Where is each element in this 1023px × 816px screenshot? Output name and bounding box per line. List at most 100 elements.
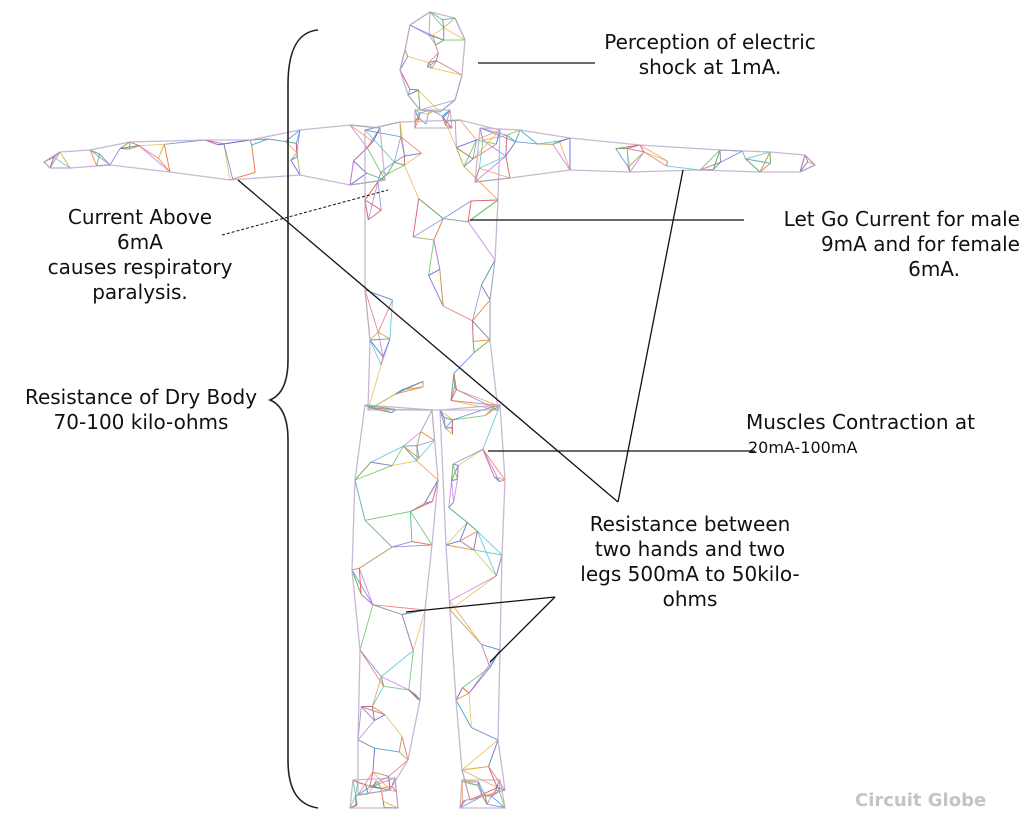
let-go-line-2: 9mA and for female [715, 232, 1020, 257]
current-above-line-2: 6mA [20, 230, 260, 255]
mesh-edge [252, 145, 256, 172]
mesh-edge [627, 149, 644, 152]
mesh-edge [360, 650, 381, 677]
mesh-edge [385, 715, 402, 737]
mesh-edge [130, 142, 131, 149]
mesh-edge [434, 240, 440, 270]
mesh-edge [559, 138, 570, 141]
mesh-edge [403, 446, 416, 461]
body-height-brace [270, 30, 318, 808]
mesh-edge [250, 140, 252, 145]
mesh-edge [352, 568, 359, 570]
mesh-edge [417, 115, 418, 117]
mesh-edge [458, 449, 483, 465]
mesh-edge [372, 686, 383, 706]
mesh-edge [139, 144, 164, 145]
mesh-edge [559, 141, 570, 170]
mesh-edge [358, 740, 375, 748]
mesh-edge [479, 168, 510, 178]
mesh-edge [450, 610, 482, 645]
mesh-edge [419, 90, 441, 112]
mesh-edge [296, 143, 297, 156]
mesh-edge [469, 693, 471, 727]
mesh-edge [413, 199, 419, 238]
mesh-edge [506, 156, 510, 178]
mesh-edge [426, 114, 428, 124]
mesh-edge [100, 154, 110, 165]
mesh-edge [218, 140, 250, 145]
mesh-edge [721, 151, 743, 162]
mesh-edge [358, 721, 374, 741]
mesh-edge [453, 416, 486, 420]
mesh-edge [432, 28, 443, 36]
mesh-edge [449, 481, 452, 508]
circuit-globe-watermark: Circuit Globe [855, 790, 986, 811]
mesh-edge [417, 461, 438, 480]
mesh-edge [553, 144, 570, 170]
mesh-edge [445, 420, 452, 428]
mesh-edge [483, 449, 500, 481]
mesh-edge [429, 240, 434, 275]
mesh-edge [454, 479, 458, 502]
mesh-edge [403, 432, 421, 447]
mesh-edge [471, 200, 498, 201]
mesh-edge [445, 428, 452, 429]
mesh-edge [436, 61, 462, 75]
mesh-edge [370, 332, 378, 340]
mesh-edge [467, 522, 477, 531]
mesh-edge [464, 167, 498, 201]
mesh-edge [630, 152, 644, 172]
mesh-edge [365, 512, 410, 521]
resistance-line-2: two hands and two [560, 537, 820, 562]
mesh-edge [420, 113, 428, 114]
mesh-edge [449, 508, 467, 523]
mesh-edge [421, 410, 432, 432]
current-above-line-1: Current Above [20, 205, 260, 230]
mesh-edge [445, 428, 452, 434]
mesh-edge [452, 481, 454, 503]
mesh-edge [436, 45, 439, 53]
mesh-edge [408, 56, 429, 62]
resistance-line-4: ohms [560, 587, 820, 612]
hands-legs-resistance-label: Resistance between two hands and two leg… [560, 512, 820, 612]
mesh-edge [394, 162, 404, 165]
mesh-edge [297, 130, 300, 152]
mesh-edge [475, 156, 506, 182]
mesh-edge [667, 166, 700, 170]
mesh-edge [720, 150, 721, 162]
mesh-edge [492, 796, 501, 804]
mesh-edge [473, 341, 474, 352]
mesh-edge [383, 802, 398, 809]
mesh-edge [413, 237, 434, 240]
mesh-edge [454, 353, 474, 374]
mesh-edge [506, 142, 516, 156]
mesh-edge [487, 796, 491, 804]
mesh-edge [409, 651, 414, 690]
mesh-edge [404, 165, 418, 198]
left-leg-leader-line [406, 597, 555, 612]
mesh-edge [399, 736, 402, 752]
mesh-edge [359, 568, 373, 605]
mesh-edge [355, 480, 365, 520]
mesh-edge [443, 219, 468, 222]
mesh-edge [410, 512, 432, 546]
mesh-edge [54, 157, 70, 168]
mesh-edge [516, 142, 538, 144]
mesh-edge [628, 152, 644, 167]
mesh-edge [474, 531, 478, 550]
mesh-edge [468, 201, 471, 222]
mesh-edge [378, 182, 381, 211]
mesh-edge [374, 715, 385, 721]
mesh-edge [473, 340, 490, 341]
dry-body-resistance-label: Resistance of Dry Body 70-100 kilo-ohms [6, 385, 276, 435]
mesh-edge [389, 760, 408, 776]
mesh-edge [487, 804, 502, 807]
mesh-edge [410, 512, 412, 542]
perception-label: Perception of electric shock at 1mA. [560, 30, 860, 80]
dry-body-line-1: Resistance of Dry Body [6, 385, 276, 410]
mesh-edge [60, 152, 70, 168]
mesh-edge [402, 615, 413, 651]
mesh-edge [419, 90, 421, 110]
mesh-edge [463, 688, 470, 694]
